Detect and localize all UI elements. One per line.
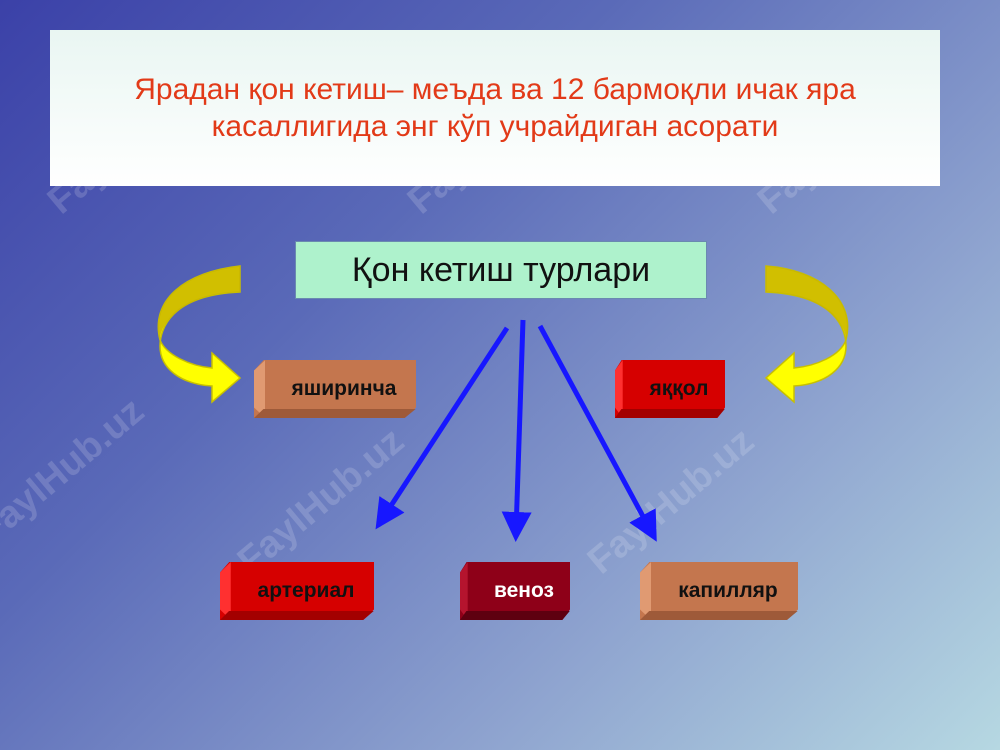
category-hidden: яширинча bbox=[254, 360, 416, 418]
category-venous: веноз bbox=[460, 562, 570, 620]
category-arterial-label: артериал bbox=[257, 579, 355, 602]
title-banner: Ярадан қон кетиш– меъда ва 12 бармоқли и… bbox=[50, 30, 940, 186]
arrow-to-capillary bbox=[537, 324, 657, 542]
central-node: Қон кетиш турлари bbox=[295, 241, 707, 299]
arrow-to-venous bbox=[501, 319, 532, 542]
curved-arrow-right-shade bbox=[766, 266, 848, 340]
arrow-to-arterial bbox=[375, 326, 510, 530]
category-hidden-label: яширинча bbox=[291, 377, 397, 400]
category-arterial: артериал bbox=[220, 562, 374, 620]
curved-arrow-left-shade bbox=[158, 266, 240, 340]
category-venous-label: веноз bbox=[494, 579, 554, 602]
category-capillary-label: капилляр bbox=[678, 579, 778, 602]
slide-title: Ярадан қон кетиш– меъда ва 12 бармоқли и… bbox=[134, 73, 856, 143]
category-obvious: яққол bbox=[615, 360, 725, 418]
category-capillary: капилляр bbox=[640, 562, 798, 620]
category-obvious-label: яққол bbox=[649, 377, 709, 400]
